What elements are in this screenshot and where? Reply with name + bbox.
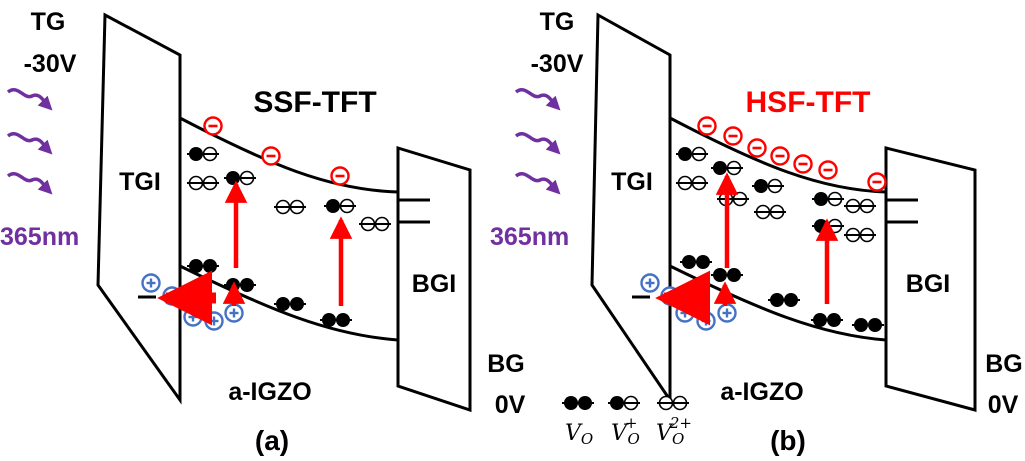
oxygen-vacancy-icon [358,216,392,232]
oxygen-vacancy-icon [186,258,220,274]
panel-a: TG -30V 365nm TGI BGI SSF-TFT [0,8,526,456]
tg-voltage-label: -30V [24,50,77,78]
wavy-uv-arrow-icon [516,174,558,192]
oxygen-vacancy-icon [810,312,844,328]
uv-light-arrows [8,90,50,192]
panel-caption: (a) [255,425,289,456]
hole-icon [696,311,716,331]
legend-vo-plus-label: V+O [611,414,640,448]
electron-icon [770,146,790,166]
oxygen-vacancy-icon [716,191,750,207]
bg-voltage-label: 0V [988,391,1019,419]
top-gate-insulator [96,12,182,405]
hole-icon [717,303,737,323]
oxygen-vacancy-icon [656,395,690,411]
uv-light-arrows [516,90,558,192]
oxygen-vacancy-icon [675,175,709,191]
tgi-label: TGI [119,168,161,196]
bottom-gate-insulator [884,146,977,412]
oxygen-vacancy-icon [273,199,307,215]
tg-voltage-label: -30V [531,50,584,78]
hole-icon [224,303,244,323]
oxygen-vacancy-icon [710,160,744,176]
wavy-uv-arrow-icon [8,174,50,192]
electron-icon [818,160,838,180]
oxygen-vacancy-icon [273,296,307,312]
electron-icon [261,146,281,166]
electron-icon [867,172,887,192]
wavy-uv-arrow-icon [8,134,50,152]
bgi-label: BGI [906,270,950,298]
oxygen-vacancy-icon [679,254,713,270]
wavy-uv-arrow-icon [516,134,558,152]
tg-label: TG [31,8,66,36]
valence-band [179,264,399,342]
oxygen-vacancy-icon [223,277,257,293]
tgi-label: TGI [611,168,653,196]
bg-voltage-label: 0V [495,391,526,419]
panel-b: TG -30V 365nm TGI BGI HSF-TFT [490,8,1023,456]
electron-icon [697,116,717,136]
panel-title: SSF-TFT [253,86,376,119]
hole-icon [640,273,660,293]
hole-icon [141,273,161,293]
channel-label: a-IGZO [720,378,803,406]
conduction-band [669,116,887,194]
wavy-uv-arrow-icon [8,90,50,108]
oxygen-vacancy-icon [751,178,785,194]
vacancy-legend: VO V+O V2+O [561,395,692,448]
panel-caption: (b) [770,425,806,456]
oxygen-vacancy-icon [561,395,595,411]
top-gate-insulator [590,12,672,405]
electron-icon [793,154,813,174]
legend-vo-2plus-label: V2+O [656,414,692,448]
oxygen-vacancy-icon [675,146,709,162]
oxygen-vacancy-icon [223,170,257,186]
light-wavelength-label: 365nm [0,223,79,251]
channel-label: a-IGZO [228,378,311,406]
oxygen-vacancy-icon [843,198,877,214]
oxygen-vacancy-icon [851,317,885,333]
oxygen-vacancy-icon [319,312,353,328]
oxygen-vacancy-icon [186,146,220,162]
oxygen-vacancy-icon [607,395,641,411]
oxygen-vacancy-icon [811,191,845,207]
oxygen-vacancy-icon [710,267,744,283]
wavy-uv-arrow-icon [516,90,558,108]
electron-icon [330,166,350,186]
oxygen-vacancy-icon [843,227,877,243]
oxygen-vacancy-icon [767,292,801,308]
electron-icon [747,138,767,158]
tg-label: TG [540,8,575,36]
oxygen-vacancy-icon [323,198,357,214]
bgi-label: BGI [412,270,456,298]
hole-icon [183,307,203,327]
electron-icon [203,116,223,136]
bg-label: BG [487,350,525,378]
oxygen-vacancy-icon [753,204,787,220]
light-wavelength-label: 365nm [490,223,569,251]
electron-icon [723,126,743,146]
bottom-gate-insulator [396,145,472,413]
panel-title: HSF-TFT [746,86,871,119]
hole-icon [675,303,695,323]
hole-icon [204,311,224,331]
bg-label: BG [985,350,1023,378]
legend-vo-label: VO [565,421,593,448]
oxygen-vacancy-icon [186,175,220,191]
